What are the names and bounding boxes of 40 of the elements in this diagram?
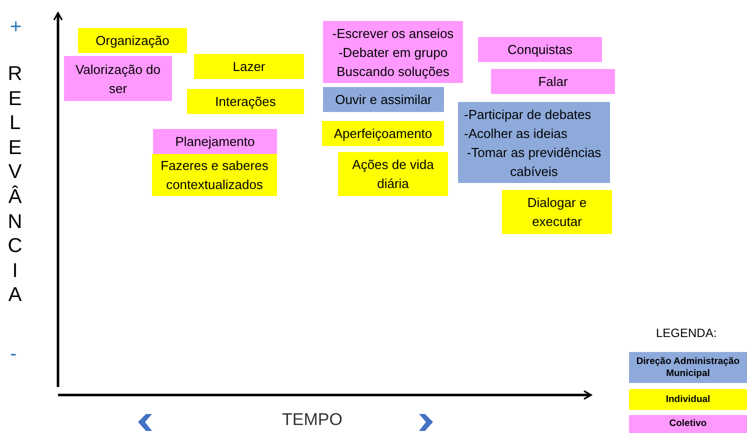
note-text: Lazer: [232, 58, 266, 76]
note-text: -Participar de debates: [464, 106, 592, 124]
note-box: [458, 102, 610, 183]
note-text: Buscando soluções: [336, 62, 450, 80]
note-box: [338, 152, 448, 196]
note-text: Fazeres e saberes contextualizados: [160, 157, 270, 194]
note-box: [502, 190, 612, 234]
note-text: Interações: [215, 93, 276, 111]
note-box: [323, 21, 463, 83]
note-text: Falar: [538, 73, 568, 91]
note-text: Dialogar e executar: [526, 194, 588, 231]
note-text: Planejamento: [175, 133, 255, 151]
note-text: Ações de vida diária: [351, 156, 435, 193]
note-text: Aperfeiçoamento: [334, 125, 432, 143]
note-box: [78, 28, 187, 53]
note-text: -Debater em grupo: [338, 44, 448, 62]
note-box: [153, 129, 277, 154]
note-box: [64, 56, 172, 101]
axis-title: RELEVÂNCIA: [7, 62, 23, 308]
plus-sign: +: [10, 17, 22, 37]
note-box: [187, 89, 304, 114]
legend-swatch: Direção Administração Municipal: [629, 352, 747, 383]
note-text: -Acolher as ideias: [464, 124, 568, 142]
legend-title: LEGENDA:: [656, 326, 717, 340]
note-text: Valorização do ser: [74, 60, 162, 98]
minus-sign: -: [10, 344, 17, 364]
note-text: -Tomar as previdências cabíveis: [466, 144, 602, 180]
note-box: [323, 87, 444, 112]
note-text: Ouvir e assimilar: [335, 91, 432, 109]
note-text: Organização: [96, 32, 170, 50]
legend-swatch: Individual: [629, 389, 747, 410]
note-box: [491, 69, 615, 94]
note-box: [152, 154, 277, 196]
axis-title: TEMPO: [282, 410, 342, 430]
note-text: -Escrever os anseios: [332, 24, 454, 42]
note-box: [194, 54, 304, 79]
legend-swatch: Coletivo: [629, 415, 747, 433]
note-text: Conquistas: [507, 41, 573, 59]
note-box: [322, 121, 444, 146]
note-box: [478, 37, 602, 62]
